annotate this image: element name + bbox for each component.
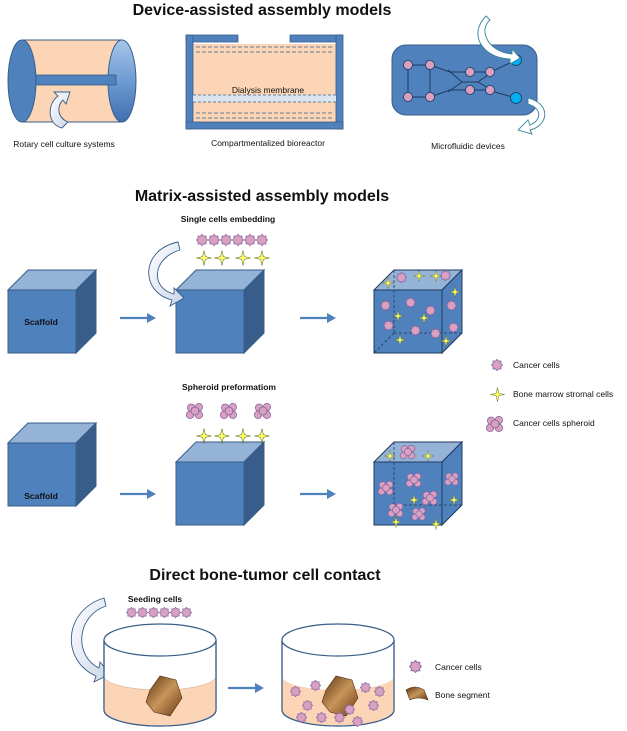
rotary-culture-illustration — [7, 39, 137, 129]
microfluidic-label: Microfluidic devices — [431, 141, 505, 151]
legend-cancer-cells: Cancer cells — [513, 360, 560, 370]
legend-stromal-cells: Bone marrow stromal cells — [513, 389, 613, 399]
bioreactor-label: Compartmentalized bioreactor — [211, 138, 325, 148]
process-arrow-3 — [228, 683, 264, 693]
seeded-cube-1 — [372, 268, 464, 355]
legend-cell-icon — [491, 359, 503, 371]
process-arrow-2b — [300, 489, 336, 499]
stromal-cells-row-2 — [196, 428, 270, 444]
legend-cancer-cell-icon-2 — [409, 660, 422, 673]
legend-matrix — [485, 359, 505, 432]
legend-star-icon — [490, 387, 505, 402]
process-arrow-1a — [120, 313, 156, 323]
legend-bone-segment: Bone segment — [435, 690, 490, 700]
bioreactor-illustration — [185, 34, 344, 130]
matrix-section-title: Matrix-assisted assembly models — [135, 188, 389, 205]
process-arrow-2a — [120, 489, 156, 499]
scaffold-label-1: Scaffold — [24, 317, 58, 327]
culture-dish-2 — [281, 623, 395, 727]
dialysis-label: Dialysis membrane — [232, 85, 305, 95]
curved-arrow-1 — [148, 241, 185, 307]
scaffold-label-2: Scaffold — [24, 491, 58, 501]
direct-section-title: Direct bone-tumor cell contact — [149, 567, 381, 584]
microfluidic-illustration — [391, 15, 546, 135]
spheroid-label: Spheroid preformatiom — [182, 382, 276, 392]
empty-cube-1 — [174, 268, 266, 355]
seeding-label: Seeding cells — [128, 594, 183, 604]
spheroids-row — [185, 403, 271, 419]
legend-direct — [405, 660, 429, 701]
legend-spheroid-icon — [485, 416, 503, 432]
scaffold-cube-1 — [6, 268, 98, 355]
culture-dish-1 — [103, 623, 217, 727]
stromal-cells-row-1 — [196, 250, 270, 266]
bone-segment-icon — [405, 686, 429, 701]
seeding-cells-row — [126, 607, 192, 618]
curved-arrow-2 — [71, 597, 111, 683]
rotary-label: Rotary cell culture systems — [13, 139, 115, 149]
empty-cube-2 — [174, 440, 266, 527]
single-cells-label: Single cells embedding — [181, 214, 275, 224]
bone-segment-1 — [145, 675, 183, 717]
single-cells-row — [196, 234, 268, 246]
process-arrow-1b — [300, 313, 336, 323]
scaffold-cube-2 — [6, 421, 98, 508]
legend-cancer-cells-2: Cancer cells — [435, 662, 482, 672]
seeded-cube-2 — [372, 440, 464, 530]
legend-spheroid: Cancer cells spheroid — [513, 418, 595, 428]
device-section-title: Device-assisted assembly models — [133, 2, 392, 19]
